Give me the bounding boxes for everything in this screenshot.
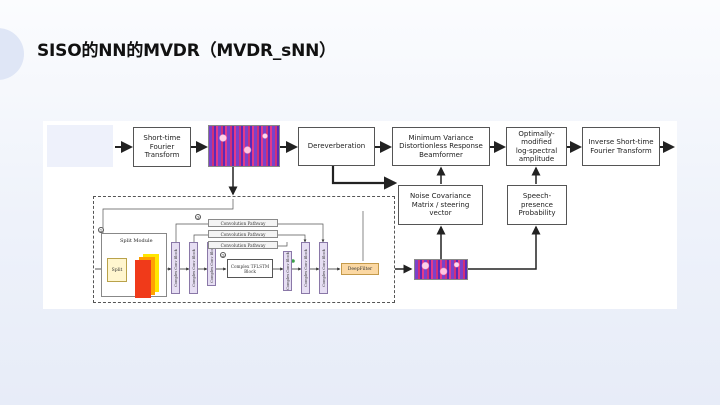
split-module: Split Module Split [101, 233, 167, 298]
decoder-block-2: Complex Conv Block [301, 242, 310, 294]
dereverberation-box: Dereverberation [298, 127, 375, 166]
omlsa-box: Optimally- modified log-spectral amplitu… [506, 127, 567, 166]
marker-2: ② [220, 252, 226, 258]
feature-stack-3 [135, 260, 151, 298]
istft-box: Inverse Short-time Fourier Transform [582, 127, 660, 166]
decoder-block-1: Complex Conv Block [283, 251, 292, 291]
output-mask-spectrogram [414, 259, 468, 280]
arrow-dereverb-to-noisecov [331, 166, 398, 190]
speech-presence-box: Speech- presence Probability [507, 185, 567, 225]
neural-network-region [93, 196, 395, 303]
encoder-block-1: Complex Conv Block [171, 242, 180, 294]
input-spectrogram [208, 125, 280, 167]
network-input-line [102, 199, 234, 221]
conv-pathway-2: Convolution Pathway [208, 230, 278, 238]
stft-box: Short-time Fourier Transform [133, 127, 191, 167]
arrow-mask-to-spp [468, 225, 541, 270]
conv-pathway-3: Convolution Pathway [208, 241, 278, 249]
system-diagram: Short-time Fourier Transform Dereverbera… [43, 121, 677, 309]
decoder-block-3: Complex Conv Block [319, 242, 328, 294]
conv-pathway-1: Convolution Pathway [208, 219, 278, 227]
noise-covariance-box: Noise Covariance Matrix / steering vecto… [398, 185, 483, 225]
mvdr-beamformer-box: Minimum Variance Distortionless Response… [392, 127, 490, 166]
marker-3: ③ [195, 214, 201, 220]
slide-title: SISO的NN的MVDR（MVDR_sNN） [37, 41, 336, 61]
split-box: Split [107, 258, 127, 282]
encoder-block-2: Complex Conv Block [189, 242, 198, 294]
input-waveform [47, 125, 113, 167]
complex-tflstm-block: Complex TFLSTM Block [227, 259, 273, 278]
split-module-label: Split Module [120, 238, 153, 244]
deepfilter-box: DeepFilter [341, 263, 379, 275]
merge-dot [291, 259, 295, 263]
marker-1: ① [98, 227, 104, 233]
decorative-circle [0, 28, 24, 80]
